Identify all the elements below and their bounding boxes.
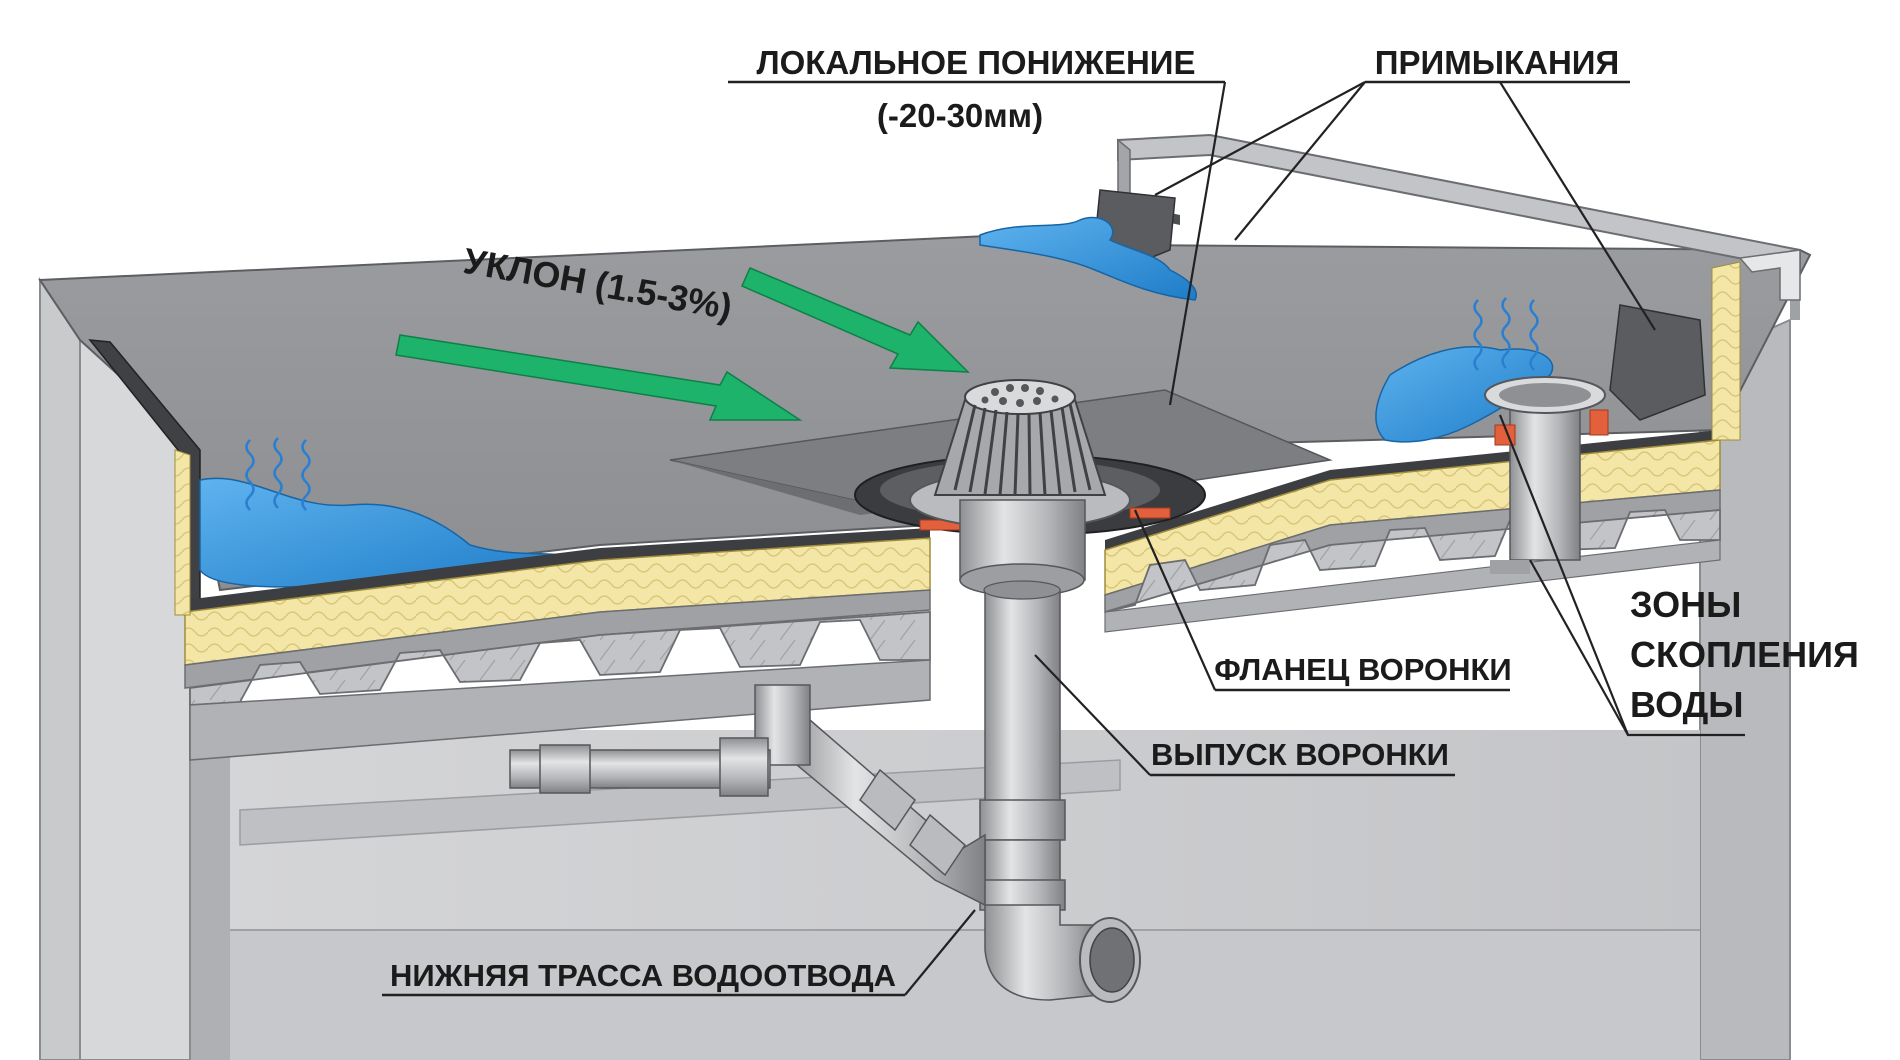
- label-drain-outlet: ВЫПУСК ВОРОНКИ: [1151, 737, 1449, 772]
- roof-drain: [509, 376, 1609, 1003]
- wavy-lines-icon: [245, 439, 255, 511]
- label-water-zones-1: ЗОНЫ: [1630, 584, 1741, 625]
- label-lower-drain-route: НИЖНЯЯ ТРАССА ВОДООТВОДА: [390, 958, 896, 993]
- label-water-zones-3: ВОДЫ: [1630, 684, 1744, 725]
- wavy-lines-icon: [1473, 299, 1483, 371]
- leader-lines: [382, 80, 1745, 997]
- label-junctions: ПРИМЫКАНИЯ: [1375, 44, 1620, 81]
- arrow-right-icon: [741, 267, 970, 373]
- evaporation-icon: [245, 297, 1539, 511]
- dome-grate-icon: [933, 379, 1107, 496]
- label-drain-flange: ФЛАНЕЦ ВОРОНКИ: [1214, 652, 1511, 687]
- water-puddle-back: [979, 216, 1197, 301]
- wavy-lines-icon: [273, 437, 283, 509]
- label-local-depression-value: (-20-30мм): [877, 97, 1043, 134]
- arrow-right-icon: [395, 334, 803, 421]
- wavy-lines-icon: [1501, 297, 1511, 369]
- wavy-lines-icon: [1529, 299, 1539, 371]
- slope-arrows: [395, 267, 970, 421]
- label-local-depression: ЛОКАЛЬНОЕ ПОНИЖЕНИЕ: [756, 44, 1195, 81]
- roof-section-left: [174, 449, 931, 761]
- wavy-lines-icon: [301, 439, 311, 511]
- label-water-zones-2: СКОПЛЕНИЯ: [1630, 634, 1859, 675]
